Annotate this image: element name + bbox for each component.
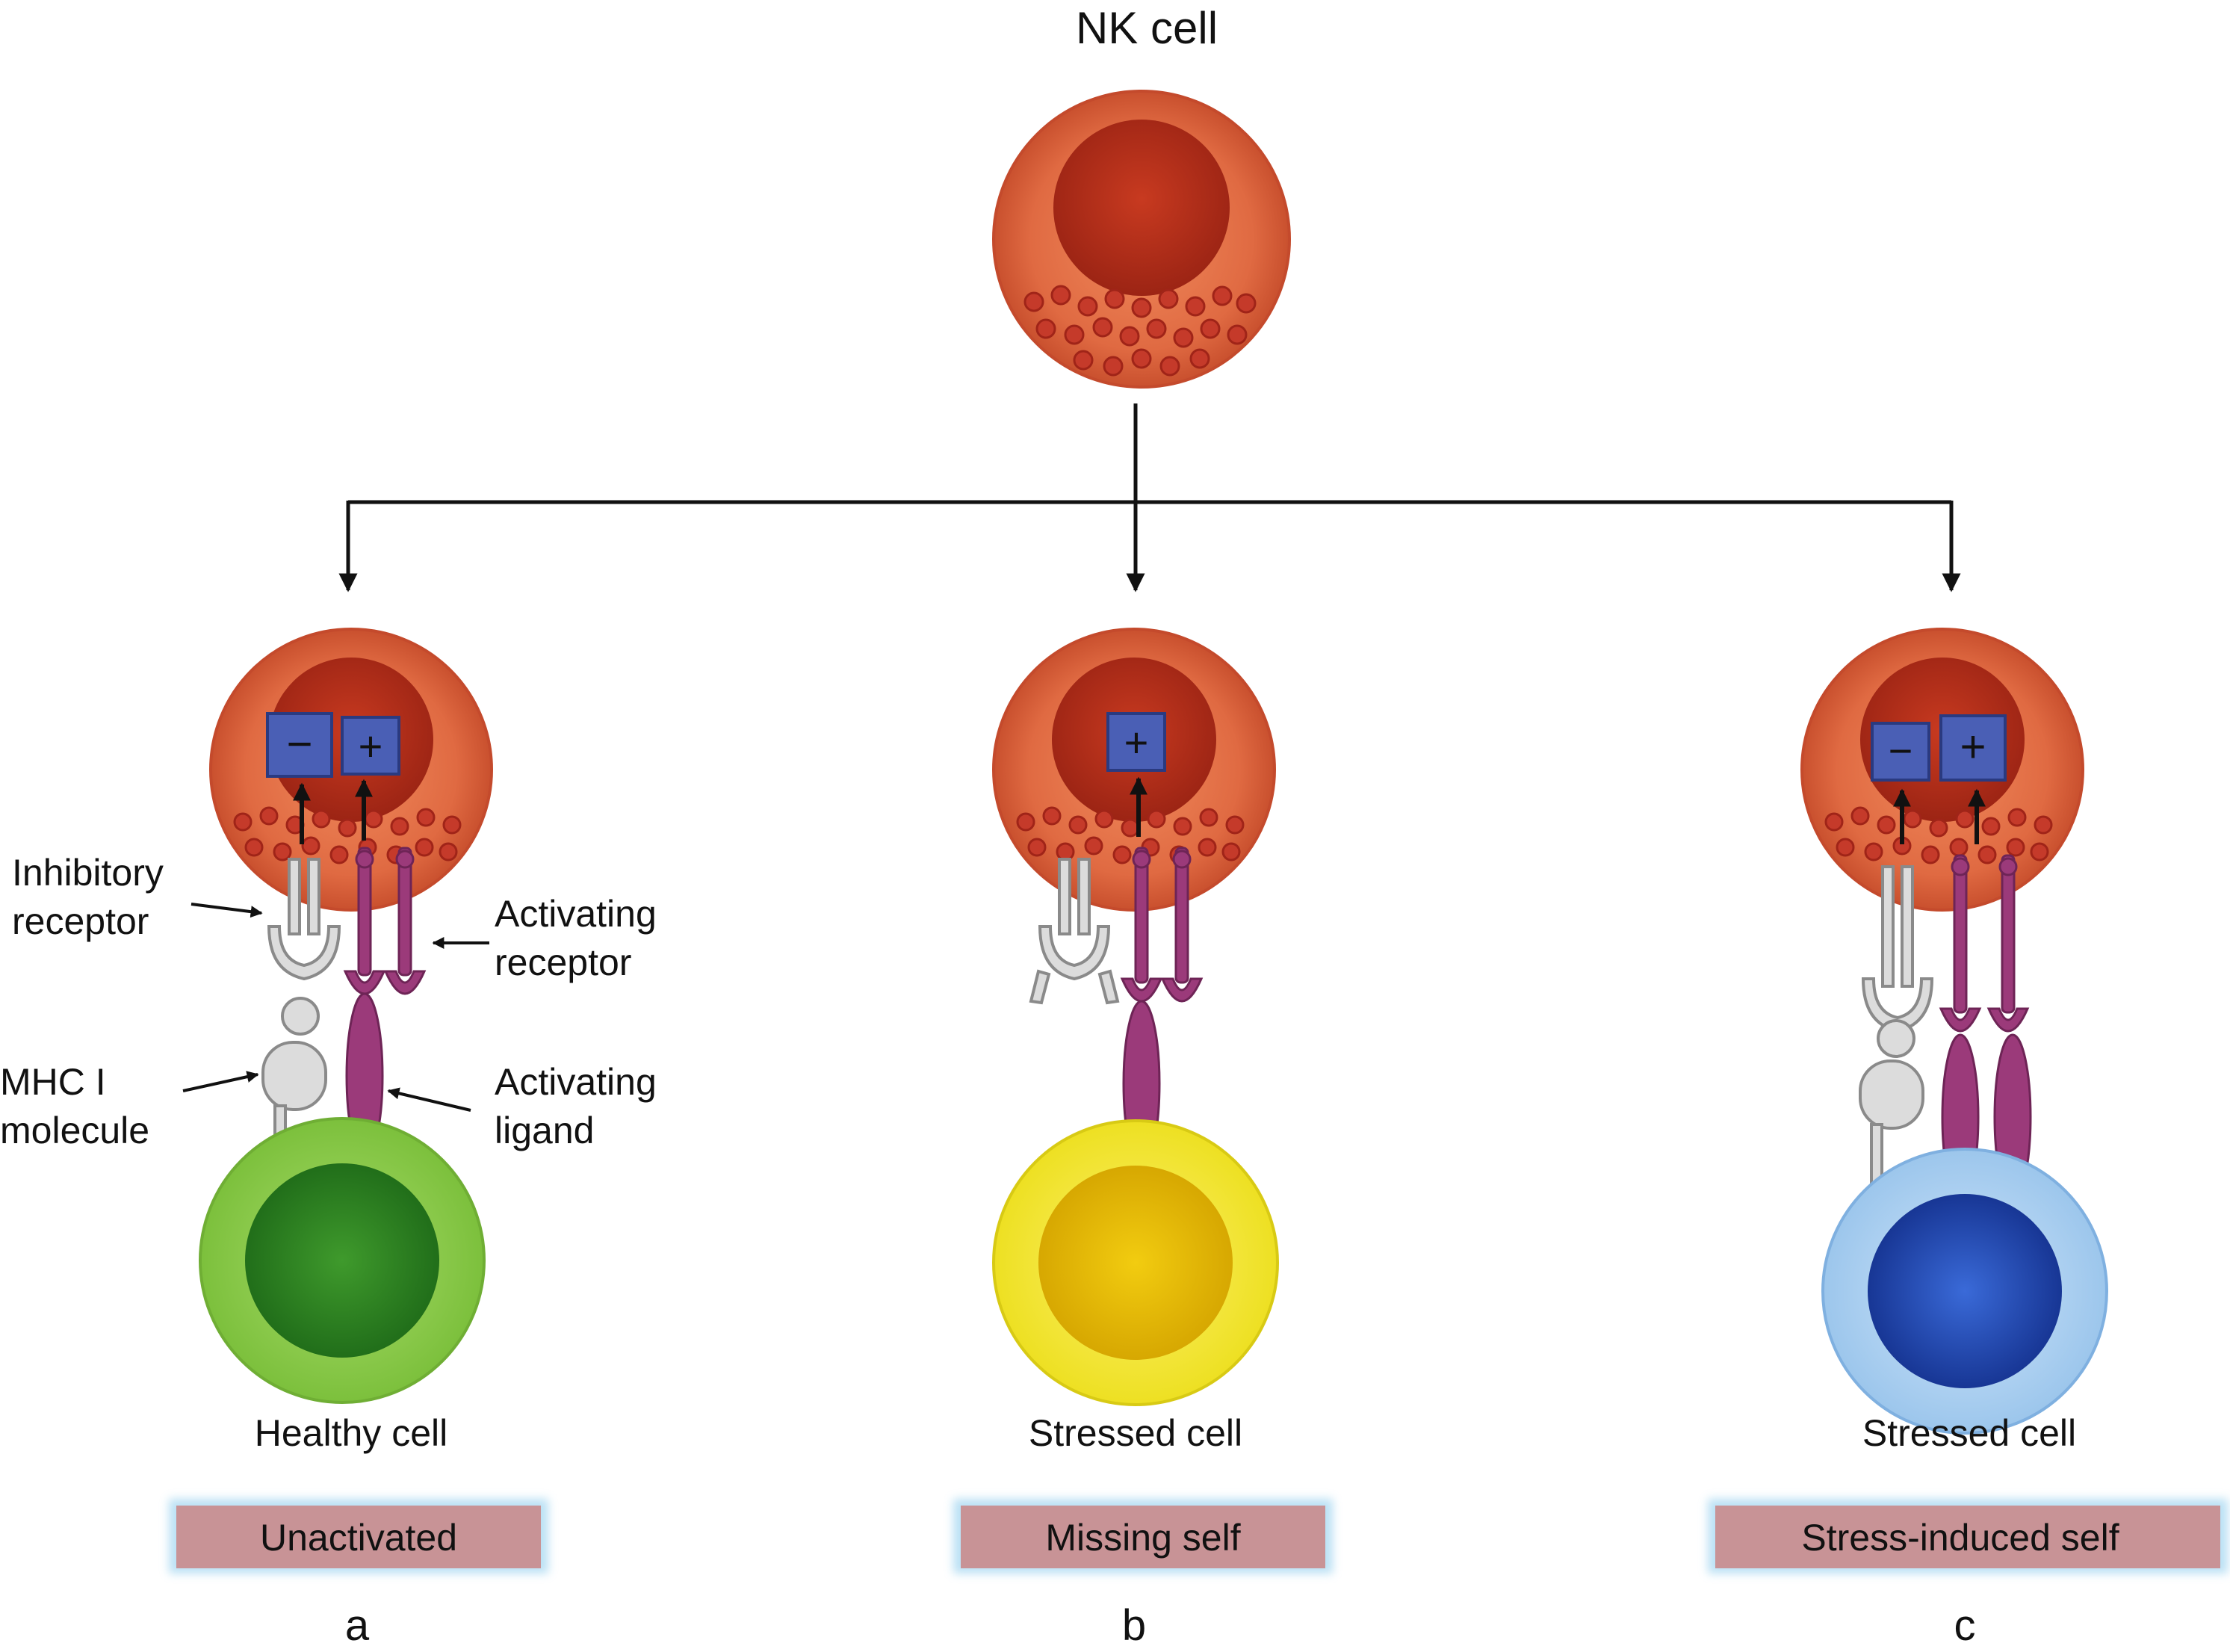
outcome-label-a: Unactivated xyxy=(260,1517,457,1559)
plus-sign: + xyxy=(1124,719,1149,766)
stressed-cell-b xyxy=(992,1119,1279,1406)
mhc-molecule-label-line2: molecule xyxy=(0,1110,149,1151)
activating-ligand-label-line1: Activating xyxy=(495,1061,657,1103)
inhibitory-receptor-label-line1: Inhibitory xyxy=(12,852,164,894)
minus-sign: − xyxy=(286,719,312,769)
cell-label-c: Stressed cell xyxy=(1862,1412,2076,1454)
mhc-molecule-label-line1: MHC I xyxy=(0,1061,106,1103)
activating-receptor-label-line1: Activating xyxy=(495,893,657,935)
activating-receptor-b xyxy=(1120,847,1204,1003)
cell-label-b: Stressed cell xyxy=(1029,1412,1242,1454)
inhibitory-signal-box-a: − xyxy=(266,712,333,778)
activating-receptor-a xyxy=(343,847,427,995)
inhibitory-receptor-c xyxy=(1861,865,1934,1033)
mhc-molecule-a xyxy=(261,997,327,1182)
connector-arrows xyxy=(338,403,1961,593)
panel-a: − + xyxy=(0,628,657,1650)
pointer-arrow xyxy=(191,903,263,918)
granules xyxy=(1023,285,1257,377)
plus-sign: + xyxy=(1960,722,1986,772)
minus-sign: − xyxy=(1889,727,1913,774)
outcome-box-a: Unactivated xyxy=(169,1499,548,1574)
activating-signal-box-b: + xyxy=(1106,712,1166,772)
inhibitory-receptor-b xyxy=(1029,858,1120,1005)
outcome-label-c: Stress-induced self xyxy=(1801,1517,2119,1559)
diagram-title: NK cell xyxy=(1076,3,1218,53)
inhibitory-receptor-label-line2: receptor xyxy=(12,900,149,942)
outcome-box-b: Missing self xyxy=(953,1499,1333,1574)
mhc-molecule-c xyxy=(1859,1019,1924,1193)
panel-letter-b: b xyxy=(1122,1601,1146,1650)
stressed-cell-c xyxy=(1821,1148,2108,1435)
activating-signal-box-c: + xyxy=(1939,714,2007,782)
healthy-cell xyxy=(199,1117,486,1404)
activating-ligand-label-line2: ligand xyxy=(495,1110,594,1151)
panel-letter-c: c xyxy=(1954,1601,1976,1650)
inhibitory-receptor-a xyxy=(267,858,341,981)
panel-b: + Stressed cell Missing self xyxy=(953,628,1333,1650)
nk-cell-top xyxy=(992,90,1291,389)
pointer-arrow xyxy=(182,1071,259,1092)
panel-letter-a: a xyxy=(345,1601,370,1650)
panel-c: − + Stressed c xyxy=(1708,628,2228,1650)
cell-label-a: Healthy cell xyxy=(255,1412,447,1454)
activating-receptor-c xyxy=(1939,854,2030,1033)
pointer-arrow xyxy=(387,1087,471,1112)
outcome-label-b: Missing self xyxy=(1045,1517,1240,1559)
activating-signal-box-a: + xyxy=(341,716,400,776)
inhibitory-signal-box-c: − xyxy=(1871,722,1930,782)
plus-sign: + xyxy=(359,723,383,770)
activating-receptor-label-line2: receptor xyxy=(495,941,631,983)
outcome-box-c: Stress-induced self xyxy=(1708,1499,2228,1574)
